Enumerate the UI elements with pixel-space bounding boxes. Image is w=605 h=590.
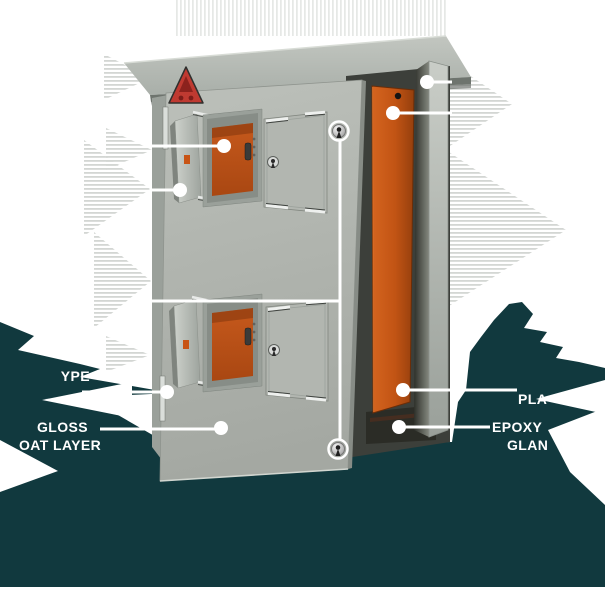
white-notch xyxy=(0,440,58,492)
label-plate: PLA xyxy=(518,391,548,407)
panel-lock-icon xyxy=(267,156,279,168)
callout-dot xyxy=(214,421,228,435)
mounting-plate xyxy=(371,85,415,414)
top-stripe-band xyxy=(176,0,448,36)
hinge-bar-lower xyxy=(159,375,166,422)
chevron-icon xyxy=(94,232,151,328)
lower-service-panel xyxy=(265,299,329,402)
lower-window-orange-panel xyxy=(212,308,253,381)
callout-dot xyxy=(420,75,434,89)
callout-dot xyxy=(173,183,187,197)
door-lock-upper-icon xyxy=(332,124,346,138)
panel-latch xyxy=(244,142,252,161)
chevron-icon xyxy=(106,128,152,170)
chevron-icon xyxy=(84,140,150,236)
window-door-sticker xyxy=(184,155,190,164)
brand-triangle-logo-icon xyxy=(168,66,204,104)
callout-dot xyxy=(396,383,410,397)
upper-meter-window xyxy=(170,108,263,208)
lower-meter-window xyxy=(169,293,263,393)
callout-lines xyxy=(82,80,517,460)
label-gland: GLAN xyxy=(507,437,549,453)
door-panel xyxy=(159,66,366,482)
label-coat-layer: OAT LAYER xyxy=(19,437,102,453)
callout-ring xyxy=(327,438,349,460)
door-lock-lower-icon xyxy=(331,442,345,456)
label-type: YPE xyxy=(60,368,90,384)
right-wall xyxy=(428,60,449,438)
label-gloss: GLOSS xyxy=(37,419,89,435)
callout-dots xyxy=(160,42,434,435)
bottom-margin xyxy=(0,587,605,590)
chevron-icon xyxy=(104,54,150,100)
white-notch xyxy=(548,408,605,505)
callout-dot xyxy=(392,420,406,434)
right-jamb xyxy=(414,61,429,437)
window-door-sticker xyxy=(183,340,189,349)
interior-cavity xyxy=(346,61,450,458)
panel-lock-icon xyxy=(268,344,280,356)
callout-dot xyxy=(386,106,400,120)
callout-dot xyxy=(160,385,174,399)
plate-screw xyxy=(394,92,402,100)
panel-latch xyxy=(244,327,252,346)
chevron-icon xyxy=(446,150,566,308)
callout-dot xyxy=(217,139,231,153)
callout-dot xyxy=(165,42,179,56)
hinge-bar-upper xyxy=(162,106,169,150)
upper-service-panel xyxy=(263,110,328,214)
label-epoxy: EPOXY xyxy=(492,419,543,435)
callout-ring xyxy=(328,120,350,142)
chevron-icon xyxy=(106,336,150,372)
white-notch xyxy=(536,380,605,414)
enclosure xyxy=(123,35,471,482)
